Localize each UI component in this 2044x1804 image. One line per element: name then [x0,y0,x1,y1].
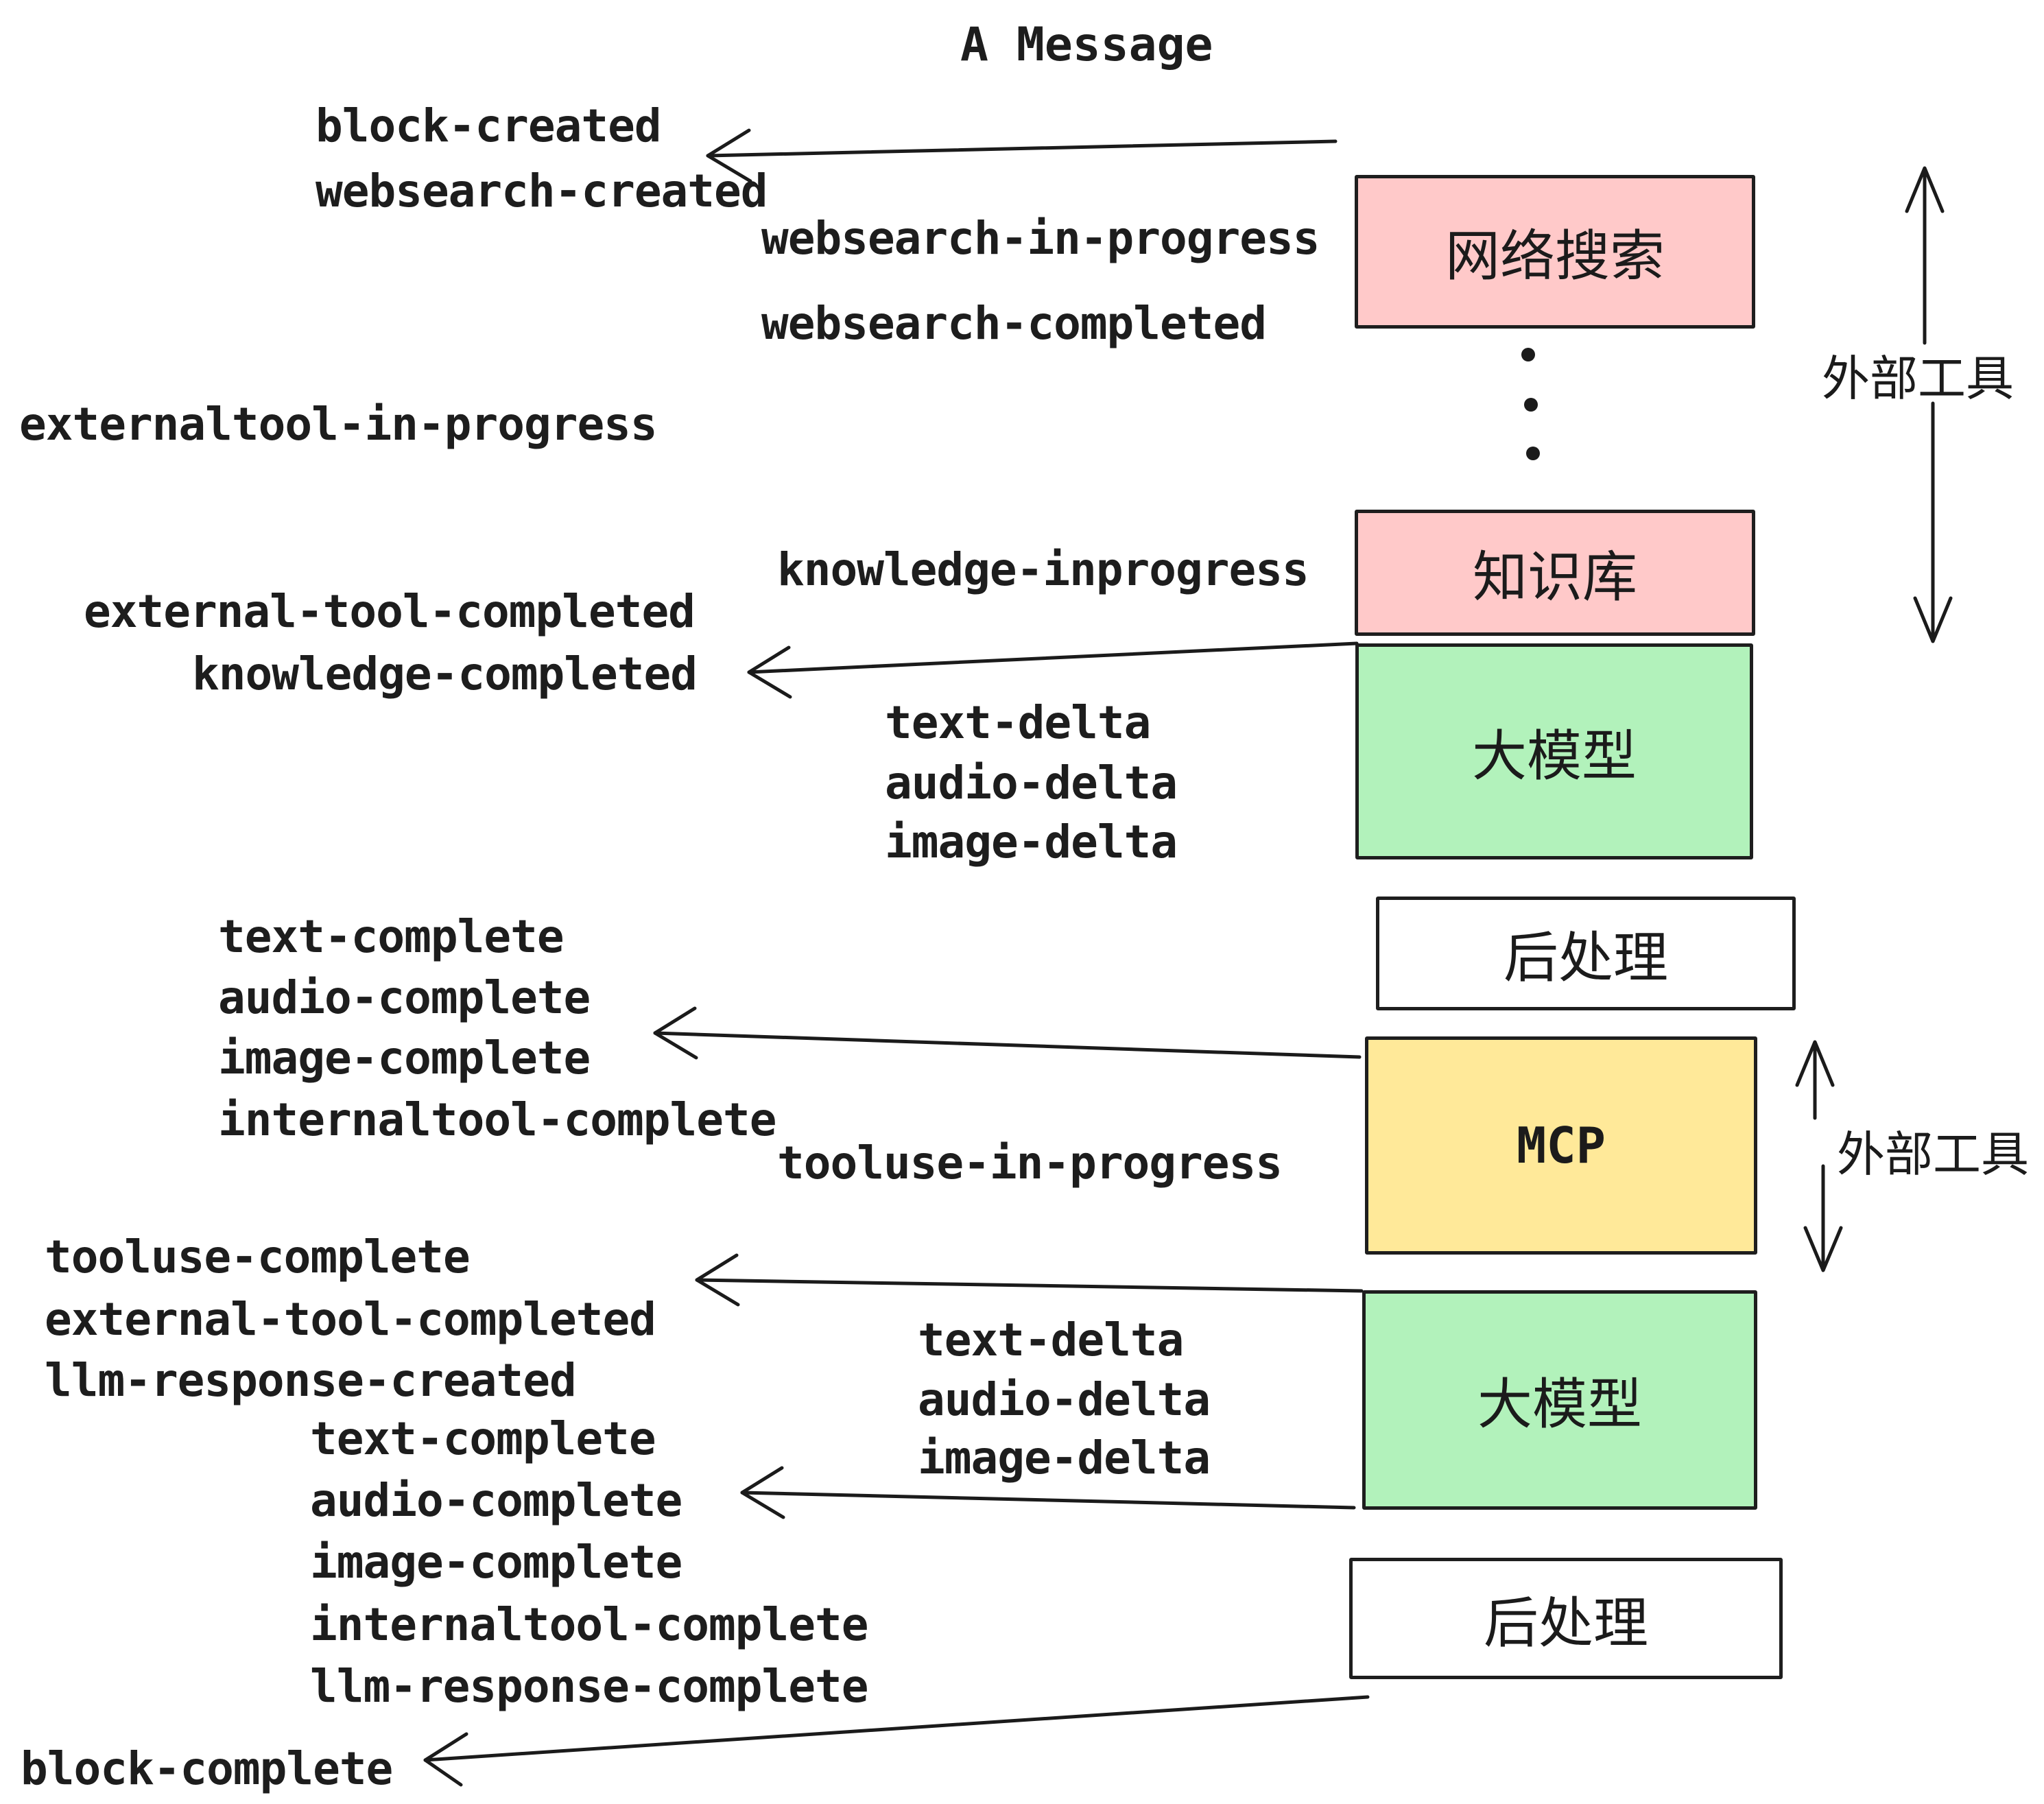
event-llm-response-created: llm-response-created [45,1354,577,1407]
event-image-complete: image-complete [218,1032,591,1084]
event-external-tool-completed: external-tool-completed [84,585,696,638]
event-knowledge-inprogress: knowledge-inprogress [777,543,1309,596]
arrow-left-to-external-tool-completed-icon [695,1253,1364,1307]
event-image-complete-2: image-complete [310,1536,682,1589]
event-image-delta-2: image-delta [918,1432,1211,1484]
event-websearch-created: websearch-created [316,165,768,217]
event-block-created: block-created [316,99,662,152]
event-image-delta: image-delta [885,816,1178,868]
arrow-left-to-knowledge-completed-icon [747,641,1359,699]
event-externaltool-in-progress: externaltool-in-progress [19,398,658,451]
event-text-delta-2: text-delta [918,1314,1184,1366]
box-knowledge-base: 知识库 [1355,510,1755,636]
event-websearch-completed: websearch-completed [761,297,1267,350]
double-arrow-external-tools-mcp-icon [1795,1040,1843,1272]
diagram-title: A Message [960,18,1213,72]
event-tooluse-complete: tooluse-complete [45,1231,471,1283]
box-web-search: 网络搜索 [1355,175,1755,329]
box-llm-2: 大模型 [1362,1290,1757,1510]
event-internaltool-complete-2: internaltool-complete [310,1598,868,1651]
annotation-external-tools-mcp: 外部工具 [1837,1126,2029,1183]
box-post-processing: 后处理 [1376,897,1796,1010]
event-audio-complete: audio-complete [218,971,591,1024]
event-websearch-in-progress: websearch-in-progress [761,212,1320,265]
event-llm-response-complete: llm-response-complete [310,1660,868,1713]
event-internaltool-complete: internaltool-complete [218,1093,776,1146]
event-text-complete: text-complete [218,910,565,963]
event-knowledge-completed: knowledge-completed [192,648,698,700]
box-llm: 大模型 [1355,643,1753,859]
event-text-complete-2: text-complete [310,1412,656,1465]
arrow-left-to-block-created-icon [706,128,1338,183]
annotation-external-tools: 外部工具 [1822,351,2014,407]
arrow-left-to-image-complete-icon [653,1006,1362,1060]
box-mcp: MCP [1365,1036,1757,1255]
box-post-processing-2: 后处理 [1349,1558,1783,1679]
event-audio-delta-2: audio-delta [918,1373,1211,1426]
ellipsis-dots-icon [1521,348,1540,460]
event-tooluse-in-progress: tooluse-in-progress [777,1137,1283,1189]
event-external-tool-completed-2: external-tool-completed [45,1293,656,1346]
event-audio-complete-2: audio-complete [310,1474,682,1527]
event-block-complete: block-complete [21,1742,393,1795]
event-audio-delta: audio-delta [885,757,1178,809]
event-text-delta: text-delta [885,696,1151,749]
